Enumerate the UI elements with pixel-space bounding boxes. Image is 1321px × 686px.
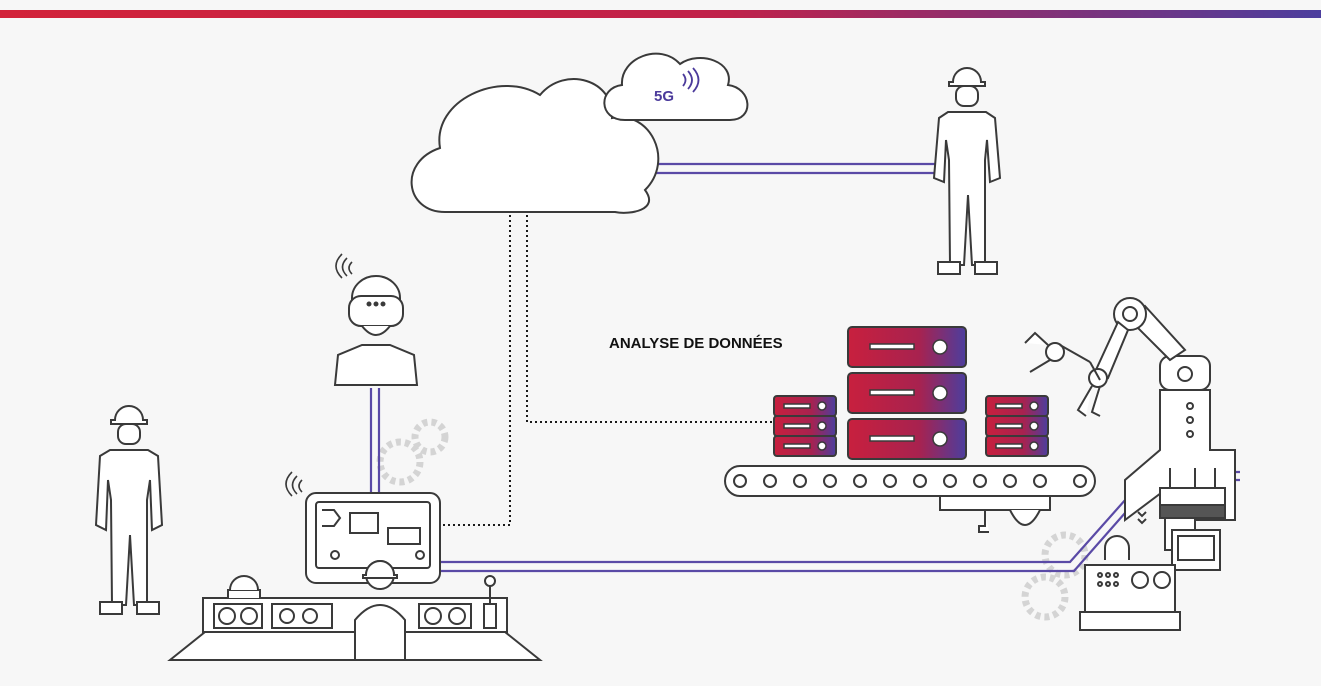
top-accent-bar (0, 10, 1321, 18)
5g-label: 5G (654, 88, 674, 105)
worker-icon (932, 67, 1002, 275)
data-analysis-label: ANALYSE DE DONNÉES (609, 335, 783, 352)
data-links (440, 210, 775, 526)
5g-cloud-icon: 5G (603, 52, 749, 121)
wireless-signal-icon (335, 253, 353, 279)
worker-icon (94, 405, 164, 615)
server-rack-icon (773, 326, 1049, 460)
vr-headset-worker-icon (333, 253, 419, 386)
monitor-icon (285, 471, 441, 584)
wireless-signal-icon (285, 471, 303, 497)
conveyor-icon (724, 465, 1096, 533)
control-panel-icon (167, 560, 543, 661)
robot-arm-icon (1024, 297, 1236, 631)
gear-icon (376, 418, 1089, 621)
cloud-icon (410, 78, 660, 214)
